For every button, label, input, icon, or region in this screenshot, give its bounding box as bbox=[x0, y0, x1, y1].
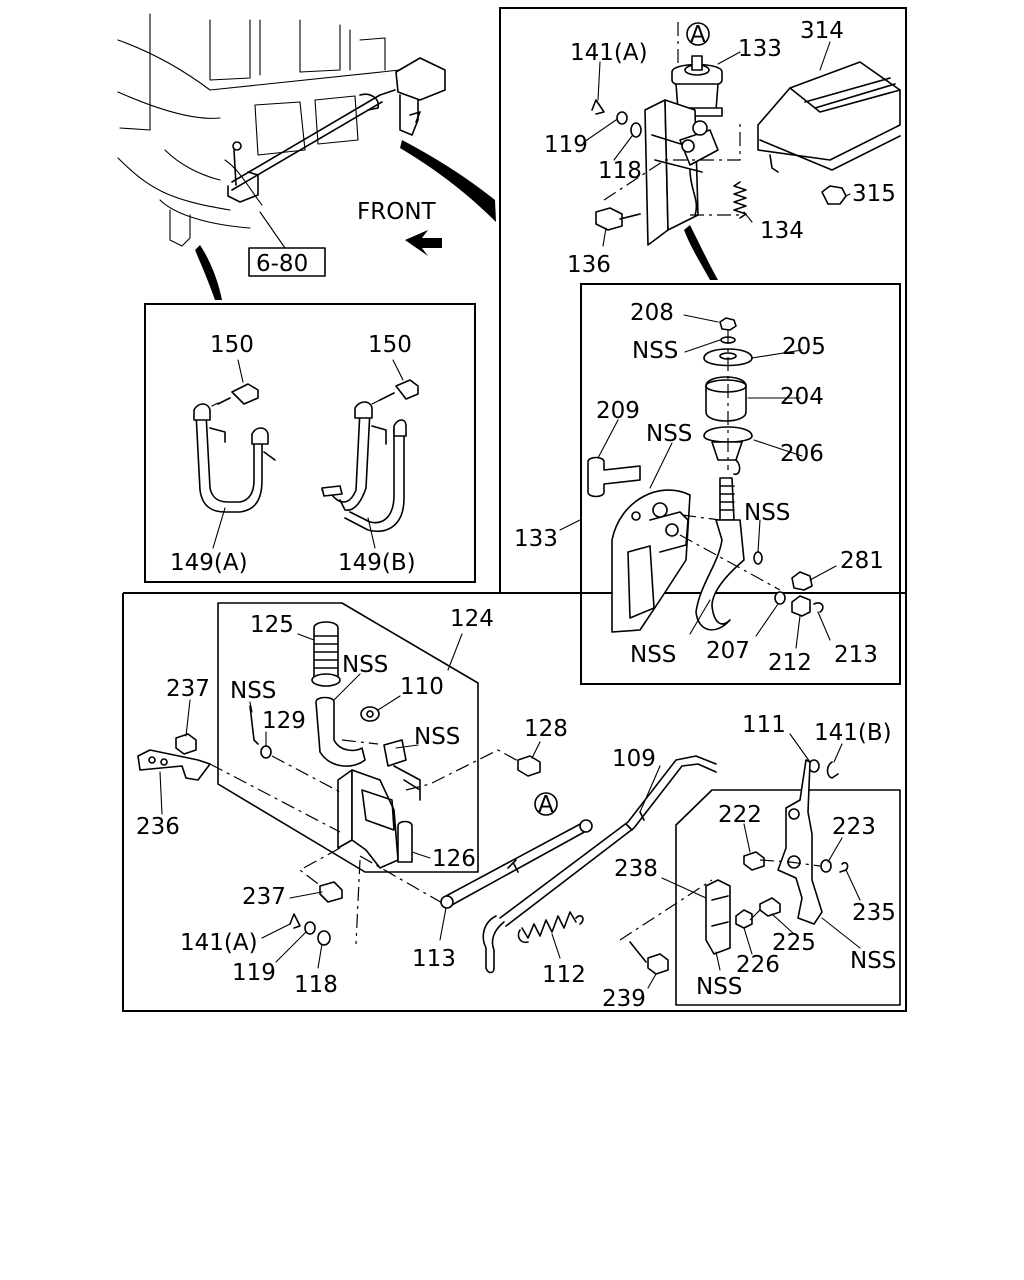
bracket-149b bbox=[321, 379, 419, 532]
label-136: 136 bbox=[567, 252, 611, 278]
circle-ref-a-bottom: A bbox=[538, 792, 554, 818]
label-205: 205 bbox=[782, 334, 826, 360]
label-nss-205: NSS bbox=[632, 338, 678, 364]
label-128: 128 bbox=[524, 716, 568, 742]
bracket-leaders bbox=[212, 359, 404, 549]
linkage-leaders bbox=[159, 633, 661, 969]
label-208: 208 bbox=[630, 300, 674, 326]
label-236: 236 bbox=[136, 814, 180, 840]
label-235: 235 bbox=[852, 900, 896, 926]
label-129: 129 bbox=[262, 708, 306, 734]
label-150-a: 150 bbox=[210, 332, 254, 358]
label-nss-129: NSS bbox=[230, 678, 276, 704]
label-207: 207 bbox=[706, 638, 750, 664]
label-nss-stud: NSS bbox=[744, 500, 790, 526]
label-134: 134 bbox=[760, 218, 804, 244]
label-119-top: 119 bbox=[544, 132, 588, 158]
label-126: 126 bbox=[432, 846, 476, 872]
label-206: 206 bbox=[780, 441, 824, 467]
label-237-top: 237 bbox=[166, 676, 210, 702]
label-118-top: 118 bbox=[598, 158, 642, 184]
circle-ref-a-top: A bbox=[690, 22, 706, 48]
label-141a-bot: 141(A) bbox=[180, 930, 258, 956]
label-141a-top: 141(A) bbox=[570, 40, 648, 66]
label-119-bot: 119 bbox=[232, 960, 276, 986]
label-125: 125 bbox=[250, 612, 294, 638]
label-nss-110: NSS bbox=[414, 724, 460, 750]
label-150-b: 150 bbox=[368, 332, 412, 358]
label-nss-125: NSS bbox=[342, 652, 388, 678]
label-213: 213 bbox=[834, 642, 878, 668]
label-149a: 149(A) bbox=[170, 550, 248, 576]
front-label: FRONT bbox=[357, 199, 437, 225]
label-112: 112 bbox=[542, 962, 586, 988]
latch-leaders bbox=[583, 41, 851, 247]
label-149b: 149(B) bbox=[338, 550, 416, 576]
label-111: 111 bbox=[742, 712, 786, 738]
label-141b: 141(B) bbox=[814, 720, 892, 746]
cab-sketch bbox=[117, 13, 496, 300]
label-315: 315 bbox=[852, 181, 896, 207]
label-222: 222 bbox=[718, 802, 762, 828]
label-nss-209: NSS bbox=[646, 421, 692, 447]
label-124: 124 bbox=[450, 606, 494, 632]
label-nss-226: NSS bbox=[696, 974, 742, 1000]
label-225: 225 bbox=[772, 930, 816, 956]
label-133-mid: 133 bbox=[514, 526, 558, 552]
label-314: 314 bbox=[800, 18, 844, 44]
mount-leaders bbox=[559, 314, 837, 649]
label-113: 113 bbox=[412, 946, 456, 972]
label-133-top: 133 bbox=[738, 36, 782, 62]
label-118-bot: 118 bbox=[294, 972, 338, 998]
label-109: 109 bbox=[612, 746, 656, 772]
mount-detail bbox=[587, 317, 824, 633]
label-204: 204 bbox=[780, 384, 824, 410]
linkage-assembly bbox=[137, 621, 717, 974]
lever-assembly bbox=[619, 759, 849, 975]
label-237-bot: 237 bbox=[242, 884, 286, 910]
lever-leaders bbox=[647, 733, 861, 989]
label-238: 238 bbox=[614, 856, 658, 882]
latch-assembly bbox=[591, 22, 901, 280]
label-209: 209 bbox=[596, 398, 640, 424]
ref-box-label: 6-80 bbox=[256, 251, 308, 277]
label-223: 223 bbox=[832, 814, 876, 840]
label-110: 110 bbox=[400, 674, 444, 700]
label-nss-235: NSS bbox=[850, 948, 896, 974]
bracket-149a bbox=[193, 383, 276, 513]
label-226: 226 bbox=[736, 952, 780, 978]
label-281: 281 bbox=[840, 548, 884, 574]
label-239: 239 bbox=[602, 986, 646, 1012]
label-nss-bottom: NSS bbox=[630, 642, 676, 668]
label-212: 212 bbox=[768, 650, 812, 676]
